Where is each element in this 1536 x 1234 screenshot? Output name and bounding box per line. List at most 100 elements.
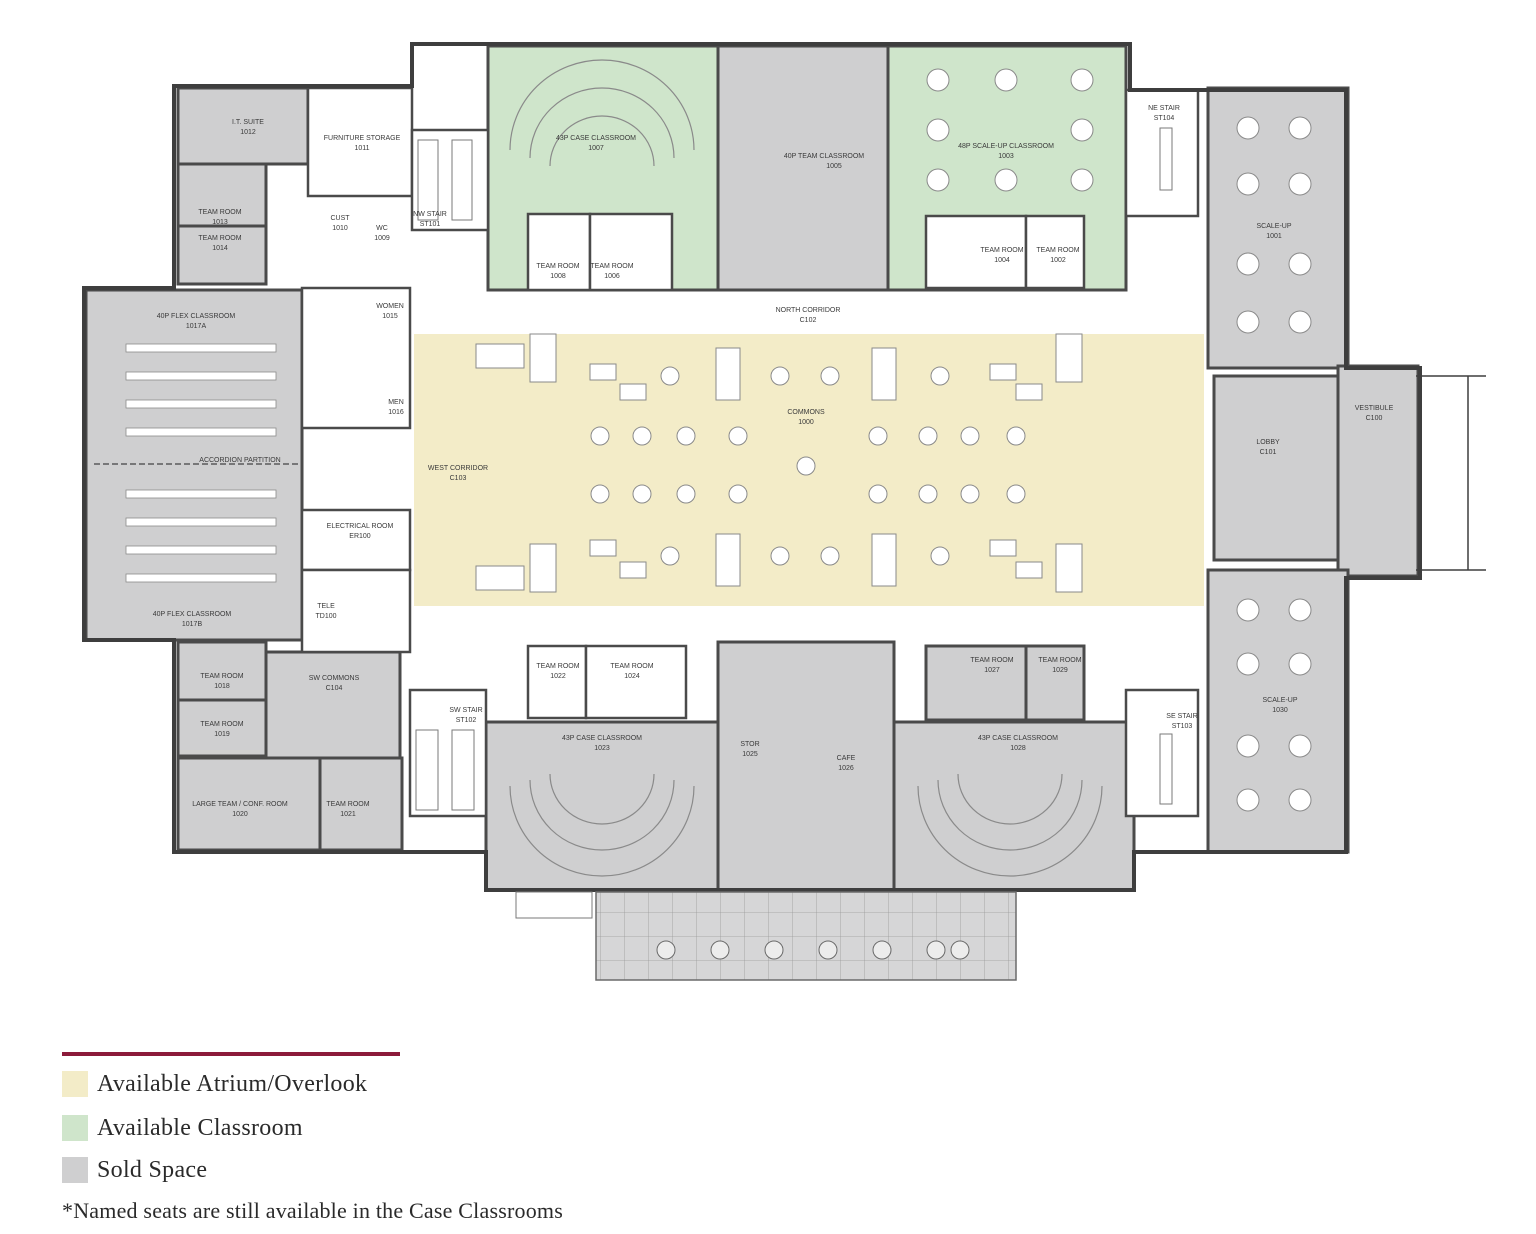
legend: Available Atrium/Overlook Available Clas…	[62, 1052, 662, 1232]
label-scaleup-1030: SCALE-UP	[1262, 697, 1297, 704]
label-it-suite: I.T. SUITE	[232, 119, 264, 126]
svg-text:1005: 1005	[826, 163, 842, 170]
scaleup-tables	[926, 68, 1312, 812]
legend-note: *Named seats are still available in the …	[62, 1198, 563, 1223]
room-flex-classroom[interactable]	[84, 288, 304, 642]
swatch-atrium	[62, 1071, 88, 1097]
legend-label-atrium: Available Atrium/Overlook	[97, 1070, 368, 1097]
label-team-1013: TEAM ROOM	[198, 209, 241, 216]
label-men: MEN	[388, 399, 404, 406]
room-case-1028[interactable]	[892, 720, 1136, 892]
svg-text:C103: C103	[450, 475, 467, 482]
label-case-1028: 43P CASE CLASSROOM	[978, 735, 1058, 742]
svg-text:1004: 1004	[994, 257, 1010, 264]
label-cafe: CAFE	[837, 755, 856, 762]
svg-text:1009: 1009	[374, 235, 390, 242]
svg-text:1023: 1023	[594, 745, 610, 752]
label-team-1006: TEAM ROOM	[590, 263, 633, 270]
legend-label-classroom: Available Classroom	[97, 1114, 303, 1141]
svg-text:1007: 1007	[588, 145, 604, 152]
room-scaleup-1030[interactable]	[1206, 568, 1350, 854]
svg-text:1029: 1029	[1052, 667, 1068, 674]
label-team-1022: TEAM ROOM	[536, 663, 579, 670]
svg-text:C102: C102	[800, 317, 817, 324]
svg-text:1014: 1014	[212, 245, 228, 252]
room-team-1018[interactable]	[176, 640, 268, 702]
legend-item-classroom: Available Classroom	[62, 1113, 303, 1143]
svg-text:TD100: TD100	[315, 613, 336, 620]
label-case-1007: 43P CASE CLASSROOM	[556, 135, 636, 142]
sold-zones	[84, 44, 1420, 892]
room-labels: I.T. SUITE 1012 FURNITURE STORAGE 1011 T…	[153, 105, 1394, 818]
label-accordion: ACCORDION PARTITION	[199, 457, 280, 464]
svg-text:1012: 1012	[240, 129, 256, 136]
label-ne-stair: NE STAIR	[1148, 105, 1180, 112]
label-team-1024: TEAM ROOM	[610, 663, 653, 670]
svg-text:1011: 1011	[354, 145, 369, 152]
svg-text:ST101: ST101	[420, 221, 441, 228]
room-team-1029[interactable]	[1024, 644, 1086, 722]
label-commons: COMMONS	[787, 409, 825, 416]
legend-item-atrium: Available Atrium/Overlook	[62, 1069, 367, 1099]
svg-text:1015: 1015	[382, 313, 398, 320]
classroom-seating	[509, 59, 1103, 877]
label-flex-1017a: 40P FLEX CLASSROOM	[157, 313, 236, 320]
label-cust: CUST	[330, 215, 350, 222]
label-flex-1017b: 40P FLEX CLASSROOM	[153, 611, 232, 618]
room-large-team[interactable]	[176, 756, 322, 852]
legend-rule	[62, 1052, 400, 1056]
stairs	[415, 127, 1173, 919]
label-team-1027: TEAM ROOM	[970, 657, 1013, 664]
room-sw-commons[interactable]	[264, 650, 402, 760]
label-team-cls-1005: 40P TEAM CLASSROOM	[784, 153, 864, 160]
svg-text:1022: 1022	[550, 673, 566, 680]
label-team-1002: TEAM ROOM	[1036, 247, 1079, 254]
label-vestibule: VESTIBULE	[1355, 405, 1394, 412]
label-se-stair: SE STAIR	[1166, 713, 1197, 720]
label-stor: STOR	[740, 741, 759, 748]
label-tele: TELE	[317, 603, 335, 610]
svg-text:1001: 1001	[1266, 233, 1282, 240]
svg-text:1003: 1003	[998, 153, 1014, 160]
svg-text:1026: 1026	[838, 765, 854, 772]
room-team-1014[interactable]	[176, 224, 268, 286]
label-sw-stair: SW STAIR	[449, 707, 482, 714]
room-cafe[interactable]	[716, 640, 896, 892]
svg-text:1018: 1018	[214, 683, 230, 690]
label-scaleup-1001: SCALE-UP	[1256, 223, 1291, 230]
svg-text:1030: 1030	[1272, 707, 1288, 714]
svg-text:1017A: 1017A	[186, 323, 207, 330]
label-team-1019: TEAM ROOM	[200, 721, 243, 728]
legend-item-sold: Sold Space	[62, 1155, 207, 1185]
svg-text:1025: 1025	[742, 751, 758, 758]
label-scaleup-1003: 48P SCALE-UP CLASSROOM	[958, 143, 1054, 150]
svg-text:1000: 1000	[798, 419, 814, 426]
svg-text:C104: C104	[326, 685, 343, 692]
room-it-suite[interactable]	[176, 86, 310, 166]
svg-text:1006: 1006	[604, 273, 620, 280]
room-vestibule[interactable]	[1336, 364, 1420, 578]
svg-text:C101: C101	[1260, 449, 1277, 456]
label-sw-commons: SW COMMONS	[309, 675, 360, 682]
room-team-cls-1005[interactable]	[716, 44, 890, 292]
svg-text:1024: 1024	[624, 673, 640, 680]
floor-plan: I.T. SUITE 1012 FURNITURE STORAGE 1011 T…	[82, 42, 1486, 981]
svg-text:1008: 1008	[550, 273, 566, 280]
svg-text:1027: 1027	[984, 667, 1000, 674]
label-team-1004: TEAM ROOM	[980, 247, 1023, 254]
label-lobby: LOBBY	[1256, 439, 1280, 446]
svg-text:1013: 1013	[212, 219, 228, 226]
svg-text:1028: 1028	[1010, 745, 1026, 752]
room-lobby[interactable]	[1212, 374, 1340, 562]
outer-walls	[82, 42, 1486, 892]
svg-text:1021: 1021	[340, 811, 356, 818]
svg-text:1020: 1020	[232, 811, 248, 818]
room-team-1019[interactable]	[176, 698, 268, 758]
label-nw-stair: NW STAIR	[413, 211, 447, 218]
terrace-planters	[656, 940, 970, 960]
commons-furniture	[475, 333, 1083, 593]
swatch-classroom	[62, 1115, 88, 1141]
room-team-1013[interactable]	[176, 162, 268, 228]
label-furniture: FURNITURE STORAGE	[324, 135, 401, 142]
svg-text:ST102: ST102	[456, 717, 477, 724]
